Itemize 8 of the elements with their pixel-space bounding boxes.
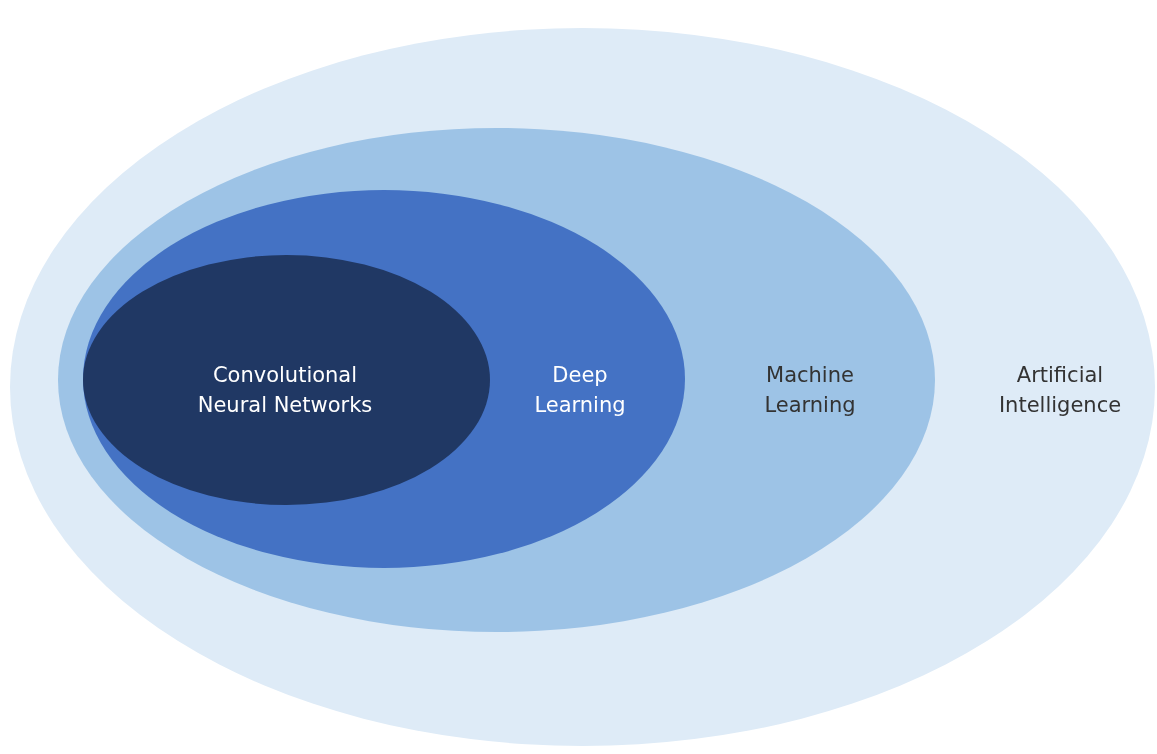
set-ellipse [83, 190, 685, 568]
set-label: Artificial Intelligence [997, 362, 1123, 419]
set-ellipse [83, 255, 490, 505]
set-label: Machine Learning [763, 362, 857, 419]
set-label: Convolutional Neural Networks [196, 362, 374, 419]
set-ellipse [58, 128, 935, 632]
set-ellipse [10, 28, 1155, 746]
set-label: Deep Learning [533, 362, 627, 419]
